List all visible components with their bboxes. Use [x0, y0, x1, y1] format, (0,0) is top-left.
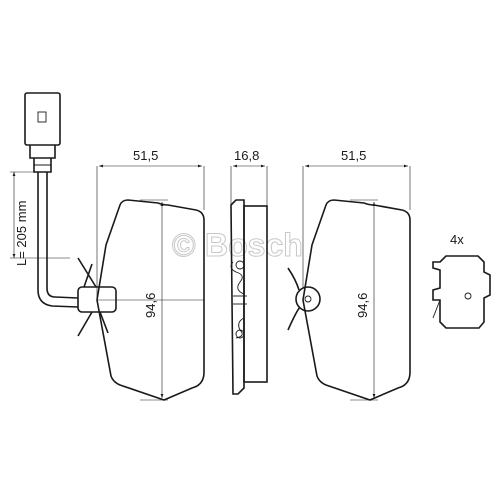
watermark: © Bosch	[172, 227, 304, 264]
wire-length-label: L= 205 mm	[14, 201, 29, 266]
watermark-brand: Bosch	[205, 227, 303, 263]
left-brake-pad: 51,5 94,6	[96, 148, 205, 401]
left-pad-height-label: 94,6	[143, 293, 158, 318]
wear-sensor: L= 205 mm	[10, 92, 117, 337]
pad-thickness-label: 16,8	[234, 148, 259, 163]
watermark-copyright: ©	[172, 227, 196, 263]
accessory-quantity: 4x	[450, 232, 464, 247]
accessory-clip: 4x	[432, 232, 491, 329]
left-pad-width-label: 51,5	[133, 148, 158, 163]
right-brake-pad: 51,5 94,6	[287, 148, 411, 401]
right-pad-height-label: 94,6	[355, 293, 370, 318]
right-pad-width-label: 51,5	[341, 148, 366, 163]
pad-side-view: 16,8	[230, 148, 268, 395]
